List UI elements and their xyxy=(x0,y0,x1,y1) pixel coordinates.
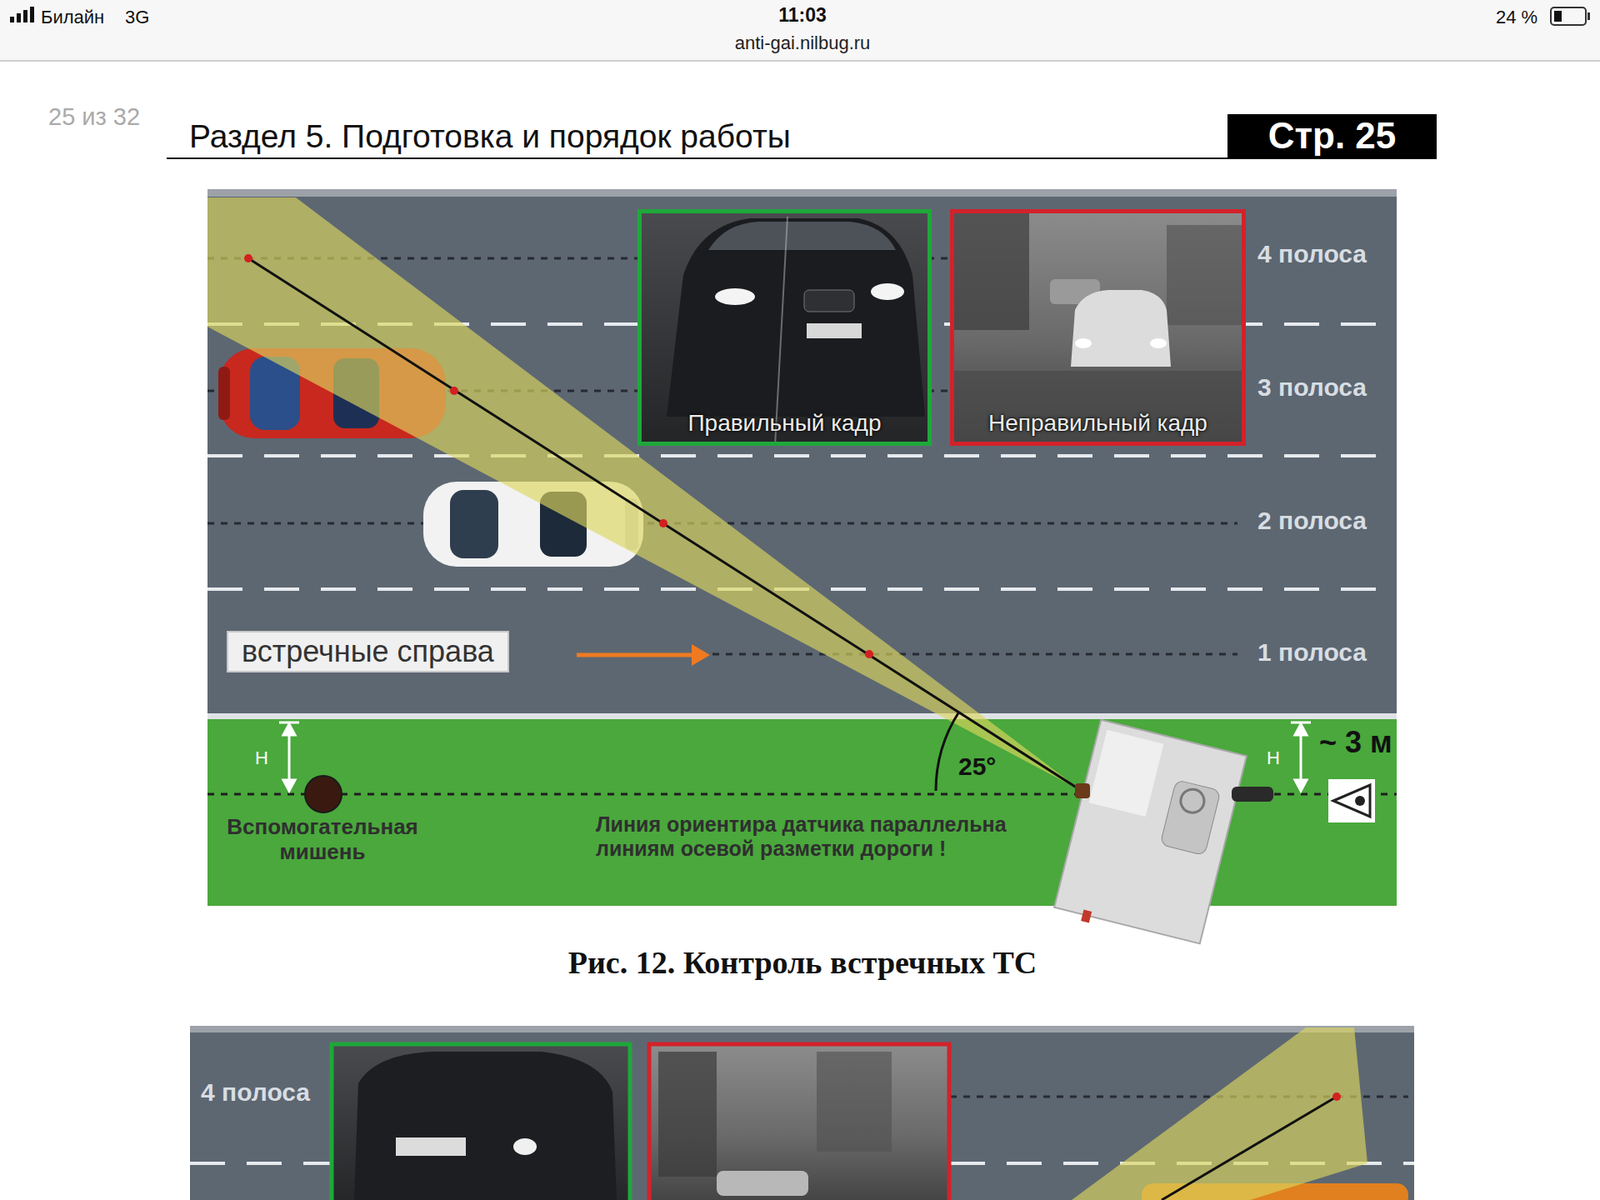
angle-value: 25° xyxy=(958,752,996,782)
distance-value: ~ 3 м xyxy=(1319,725,1393,760)
lane-label: 1 полоса xyxy=(1257,638,1367,668)
lane-label: 2 полоса xyxy=(1257,506,1367,536)
running-header: Раздел 5. Подготовка и порядок работы xyxy=(189,118,791,156)
direction-tag: встречные справа xyxy=(226,630,510,673)
wrong-frame: Неправильный кадр xyxy=(950,209,1246,446)
alignment-note: Линия ориентира датчика параллельна лини… xyxy=(595,812,1063,861)
correct-frame: Правильный кадр xyxy=(637,209,932,446)
lane-label: 4 полоса xyxy=(1257,240,1367,270)
figure-caption: Рис. 12. Контроль встречных ТС xyxy=(568,945,1038,982)
page-counter: 25 из 32 xyxy=(48,103,140,131)
page-url: anti-gai.nilbug.ru xyxy=(735,32,871,54)
page-number-box: Стр. 25 xyxy=(1227,114,1437,159)
carrier-name: Билайн xyxy=(40,6,105,28)
node-text: Стр. 25 xyxy=(1268,115,1397,158)
clock: 11:03 xyxy=(778,4,827,26)
lane-label: 3 полоса xyxy=(1257,373,1367,403)
battery-level: 24 % xyxy=(1495,6,1538,28)
height-mark: Н xyxy=(1266,747,1280,769)
node-text: Правильный кадр xyxy=(687,410,881,437)
height-mark: Н xyxy=(255,747,269,769)
node-text: встречные справа xyxy=(241,634,495,669)
node-text: Неправильный кадр xyxy=(988,410,1208,437)
lane-label: 4 полоса xyxy=(200,1078,310,1108)
network-type: 3G xyxy=(125,6,150,28)
target-note: Вспомогательная мишень xyxy=(197,815,448,865)
